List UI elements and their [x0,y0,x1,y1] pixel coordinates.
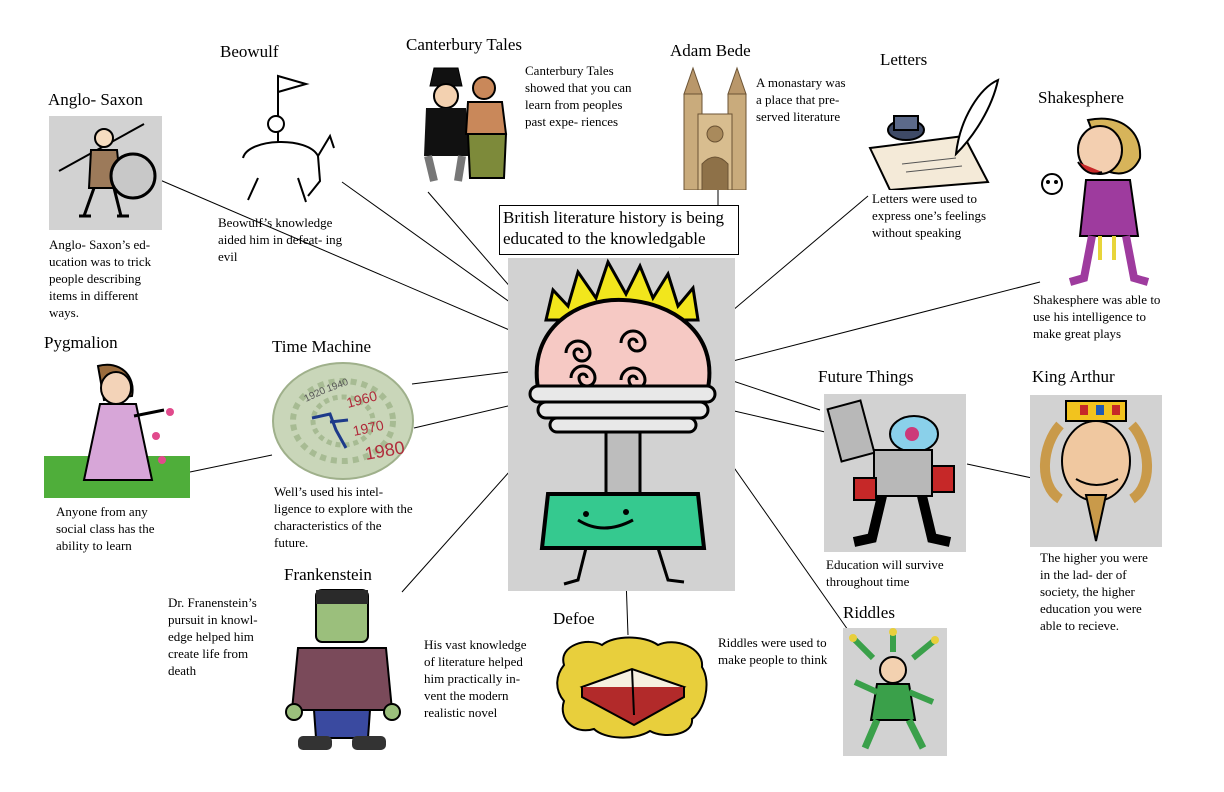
beowulf-image [218,66,340,208]
canterbury-tales-image [412,56,516,190]
future-things-caption: Education will survive throughout time [826,557,944,589]
anglo-saxon-image [49,116,162,230]
frankenstein-title: Frankenstein [284,565,372,584]
frankenstein-image [280,586,406,758]
king-arthur-title: King Arthur [1032,367,1115,386]
pygmalion-title: Pygmalion [44,333,118,352]
defoe-title: Defoe [553,609,595,628]
defoe-book-image [554,635,712,741]
shakesphere-title: Shakesphere [1038,88,1124,107]
riddles-jester-image [843,628,947,756]
shakesphere-image [1030,110,1160,290]
riddles-caption: Riddles were used to make people to thin… [718,635,828,667]
riddles-title: Riddles [843,603,895,622]
beowulf-caption: Beowulf’s knowledge aided him in defeat-… [218,215,343,264]
shakesphere-caption: Shakesphere was able to use his intellig… [1033,292,1161,341]
adam-bede-caption: A monastary was a place that pre- served… [756,75,846,124]
anglo-saxon-caption: Anglo- Saxon’s ed- ucation was to trick … [49,237,152,320]
time-machine-caption: Well’s used his intel- ligence to explor… [274,484,413,550]
pygmalion-image [44,356,190,498]
future-things-title: Future Things [818,367,914,386]
canterbury-tales-title: Canterbury Tales [406,35,523,54]
anglo-saxon-title: Anglo- Saxon [48,90,143,109]
central-topic-box: British literature history is being educ… [499,205,739,255]
connector-king-arthur [966,463,1033,479]
defoe-caption: His vast knowledge of literature helped … [424,637,527,720]
king-arthur-caption: The higher you were in the lad- der of s… [1040,550,1148,633]
frankenstein-caption: Dr. Franenstein’s pursuit in knowl- edge… [168,595,258,678]
beowulf-title: Beowulf [220,42,279,61]
canterbury-tales-caption: Canterbury Tales showed that you can lea… [525,63,632,129]
time-machine-year-3: 1960 [345,387,379,411]
connector-shakesphere [689,281,1041,373]
time-machine-image: 1920 1940 1960 1970 1980 [272,362,414,480]
time-machine-year-4: 1970 [351,417,385,439]
central-robot-brain-image [508,258,735,591]
time-machine-title: Time Machine [272,337,372,356]
king-arthur-image [1030,395,1162,547]
connector-pygmalion [189,454,273,473]
pygmalion-caption: Anyone from any social class has the abi… [56,504,155,553]
adam-bede-cathedral-image [680,64,750,190]
robot-body [539,492,707,550]
letters-title: Letters [880,50,928,69]
letters-caption: Letters were used to express one’s feeli… [872,191,987,240]
letters-quill-ink-image [860,78,1000,190]
future-things-robot-image [824,394,966,552]
adam-bede-title: Adam Bede [670,41,751,60]
